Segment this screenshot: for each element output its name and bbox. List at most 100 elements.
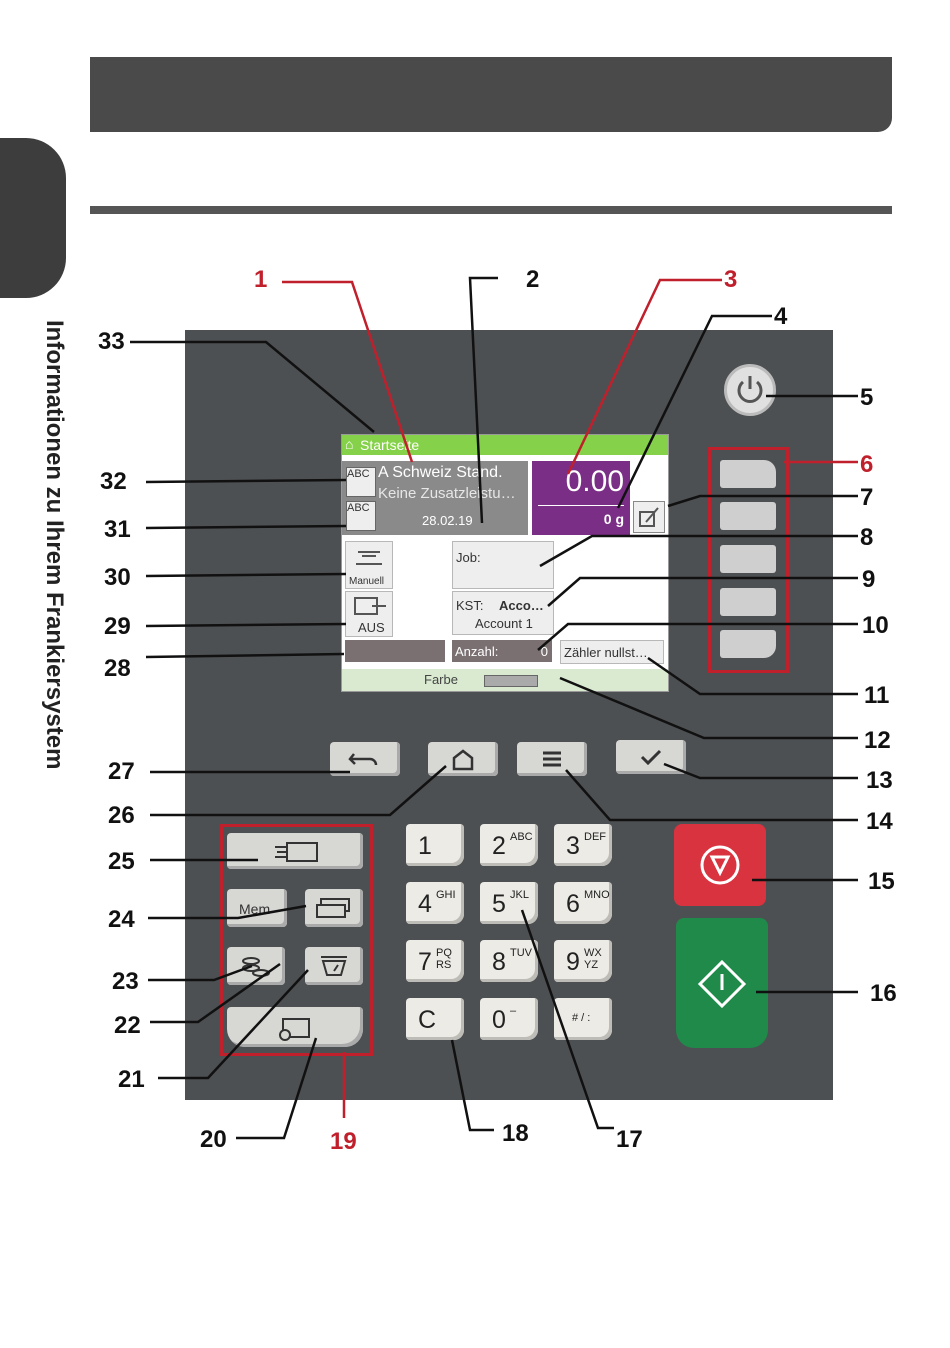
- key-letters: DEF: [584, 831, 606, 843]
- key-letters: PQ RS: [436, 947, 452, 971]
- softkey-5[interactable]: [720, 630, 776, 658]
- scale-button[interactable]: [305, 947, 363, 985]
- key-1[interactable]: 1: [406, 824, 464, 866]
- key-3[interactable]: 3 DEF: [554, 824, 612, 866]
- callout-22: 22: [114, 1012, 141, 1039]
- key-letters: TUV: [510, 947, 532, 959]
- softkey-1[interactable]: [720, 460, 776, 488]
- callout-10: 10: [862, 612, 889, 639]
- abc-service-icon: ABC: [346, 501, 376, 531]
- power-button[interactable]: [724, 364, 776, 416]
- callout-19: 19: [330, 1128, 357, 1155]
- edit-rate-button[interactable]: [633, 501, 665, 533]
- key-letters: MNO: [584, 889, 610, 901]
- settings-envelope-button[interactable]: [227, 1007, 363, 1047]
- scale-hand-icon: [356, 551, 382, 565]
- key-0[interactable]: 0–: [480, 998, 538, 1040]
- chapter-tab: [0, 138, 66, 298]
- batch-button[interactable]: [305, 889, 363, 927]
- ok-button[interactable]: [616, 740, 686, 774]
- key-number: 9: [566, 948, 580, 976]
- callout-3: 3: [724, 266, 738, 293]
- undo-icon: [348, 753, 378, 766]
- callout-33: 33: [98, 328, 125, 355]
- callout-11: 11: [864, 682, 890, 709]
- key-number: 3: [566, 832, 580, 860]
- callout-1: 1: [254, 266, 268, 293]
- callout-12: 12: [864, 727, 891, 754]
- check-icon: [640, 749, 662, 766]
- blank-indicator: [345, 640, 445, 662]
- menu-icon: [543, 751, 561, 767]
- menu-button[interactable]: [517, 742, 587, 776]
- softkey-group: [708, 447, 789, 673]
- key-letters: ABC: [510, 831, 533, 843]
- key-C[interactable]: C: [406, 998, 464, 1040]
- callout-4: 4: [774, 303, 788, 330]
- key-number: 7: [418, 948, 432, 976]
- callout-17: 17: [616, 1126, 643, 1153]
- callout-28: 28: [104, 655, 131, 682]
- stop-button[interactable]: [674, 824, 766, 906]
- settings-envelope-icon: [279, 1018, 310, 1041]
- job-field[interactable]: Job:: [452, 541, 554, 589]
- callout-29: 29: [104, 613, 131, 640]
- mem-button[interactable]: Mem: [227, 889, 287, 927]
- manual-button[interactable]: Manuell: [345, 541, 393, 589]
- back-button[interactable]: [330, 742, 400, 776]
- stop-icon: [700, 845, 740, 885]
- callout-25: 25: [108, 848, 135, 875]
- callout-32: 32: [100, 468, 127, 495]
- callout-15: 15: [868, 868, 895, 895]
- reset-counter-button[interactable]: Zähler nullst…: [560, 640, 664, 664]
- key-letters: –: [510, 1005, 517, 1017]
- start-button[interactable]: [676, 918, 768, 1048]
- callout-30: 30: [104, 564, 131, 591]
- kst-field[interactable]: KST: Acco… Account 1: [452, 591, 554, 635]
- print-date: 28.02.19: [422, 513, 473, 528]
- aus-button[interactable]: AUS: [345, 591, 393, 637]
- key-number: 2: [492, 832, 506, 860]
- callout-21: 21: [118, 1066, 145, 1093]
- softkey-3[interactable]: [720, 545, 776, 573]
- feeder-icon: [354, 597, 386, 615]
- softkey-4[interactable]: [720, 588, 776, 616]
- key-6[interactable]: 6 MNO: [554, 882, 612, 924]
- scale-icon: [321, 956, 347, 976]
- key-2[interactable]: 2 ABC: [480, 824, 538, 866]
- divider: [90, 206, 892, 214]
- key-number: C: [418, 1006, 437, 1034]
- callout-24: 24: [108, 906, 135, 933]
- callout-26: 26: [108, 802, 135, 829]
- key-number: 6: [566, 890, 580, 918]
- key-letters: # / :: [572, 1012, 591, 1024]
- callout-31: 31: [104, 516, 131, 543]
- key-5[interactable]: 5 JKL: [480, 882, 538, 924]
- counter-field: Anzahl: 0: [452, 640, 552, 662]
- edit-icon: [639, 507, 659, 527]
- softkey-2[interactable]: [720, 502, 776, 530]
- postage-amount: 0.00: [565, 465, 624, 498]
- key-number: 0: [492, 1006, 506, 1034]
- abc-rate-icon: ABC: [346, 467, 376, 497]
- callout-9: 9: [862, 566, 876, 593]
- ink-status-bar: Farbe: [342, 669, 668, 691]
- home-icon: [452, 749, 474, 771]
- key-letters: GHI: [436, 889, 456, 901]
- key-number: 1: [418, 832, 432, 860]
- callout-5: 5: [860, 384, 874, 411]
- key-letters: JKL: [510, 889, 529, 901]
- callout-7: 7: [860, 484, 874, 511]
- key-letters: WX YZ: [584, 947, 602, 971]
- start-icon: [697, 959, 747, 1009]
- callout-20: 20: [200, 1126, 227, 1153]
- feed-envelope-button[interactable]: [227, 833, 363, 869]
- weight-value: 0 g: [603, 511, 624, 527]
- key-number: 5: [492, 890, 506, 918]
- ink-level-bar: [484, 675, 538, 687]
